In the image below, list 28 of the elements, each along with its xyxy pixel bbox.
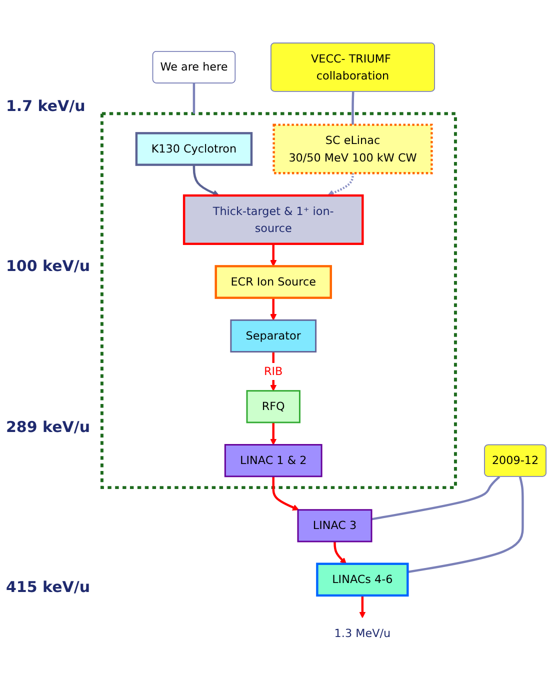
node-box: Separator	[230, 320, 317, 353]
energy-label: 100 keV/u	[6, 257, 92, 276]
connector	[352, 92, 354, 126]
edge-label: RIB	[264, 364, 283, 378]
arrow	[270, 422, 277, 446]
node-box: LINAC 3	[297, 509, 372, 543]
connector	[407, 476, 524, 574]
node-box: LINAC 1 & 2	[224, 444, 322, 478]
arrow	[334, 542, 346, 564]
connector	[192, 83, 196, 114]
arrow	[359, 596, 366, 618]
energy-label: 1.7 keV/u	[6, 97, 86, 116]
node-box: Thick-target & 1⁺ ion-source	[182, 194, 364, 246]
arrow	[192, 165, 220, 196]
node-box: K130 Cyclotron	[135, 132, 253, 166]
arrow	[272, 476, 300, 511]
node-box: ECR Ion Source	[214, 265, 332, 300]
energy-label: 289 keV/u	[6, 418, 92, 436]
energy-label: 415 keV/u	[6, 578, 92, 596]
arrow	[270, 244, 277, 267]
node-text: 1.3 MeV/u	[334, 627, 391, 640]
arrow	[270, 298, 277, 321]
connector	[371, 476, 500, 521]
cluster	[100, 112, 457, 490]
node-box: SC eLinac 30/50 MeV 100 kW CW	[272, 124, 433, 175]
arrow	[327, 173, 354, 196]
node-box: LINACs 4-6	[316, 563, 409, 597]
node-box: RFQ	[246, 390, 300, 424]
